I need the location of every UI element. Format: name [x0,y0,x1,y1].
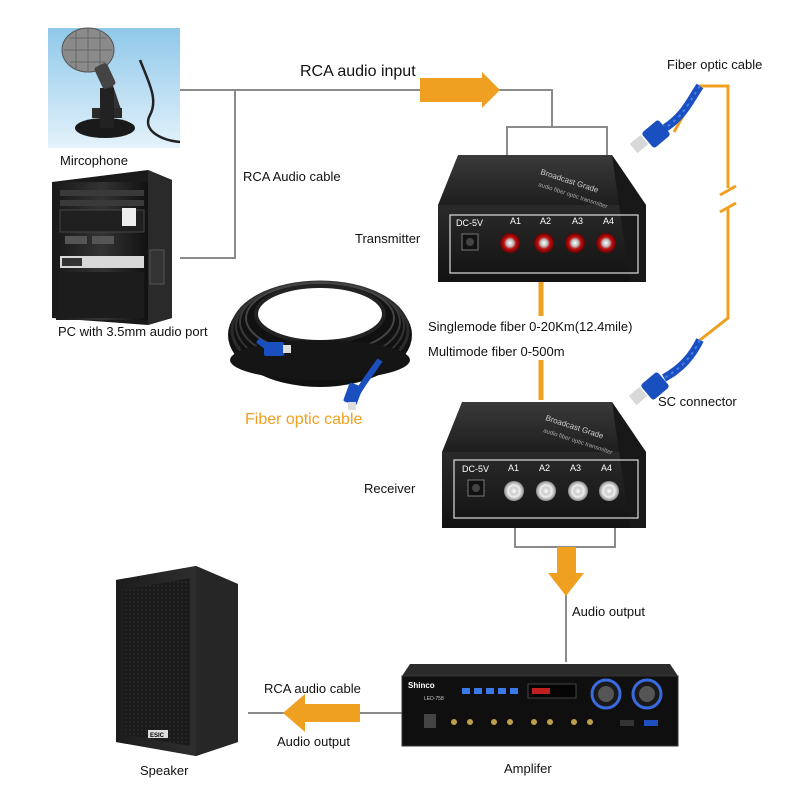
receiver-rca-jack-2 [536,481,556,501]
transmitter-rca-jack-4 [596,233,616,253]
transmitter-label: Transmitter [355,231,421,246]
singlemode-fiber-label: Singlemode fiber 0-20Km(12.4mile) [428,319,633,334]
pc-tower-image [52,170,172,325]
amplifier-image: Shinco LED-758 [401,664,679,747]
amp-brand: Shinco [408,681,435,690]
fiber-optic-cable-label: Fiber optic cable [667,57,763,72]
amp-display [527,683,577,699]
mic-to-transmitter-line [180,89,553,127]
receiver-device: Broadcast Grade audio fiber optic transm… [442,402,646,528]
transmitter-rca-jack-2 [534,233,554,253]
speaker-badge-text: ESIC [150,733,165,739]
fiber-optic-cable-spool-label: Fiber optic cable [245,411,363,428]
fiber-patch-cord-top [630,83,704,153]
transmitter-port-label-a4: A4 [603,216,614,226]
receiver-rca-jack-1 [504,481,524,501]
rca-audio-cable-bottom-label: RCA audio cable [264,681,361,696]
amp-model: LED-758 [424,696,444,702]
amplifier-label: Amplifer [504,761,552,776]
transmitter-device: Broadcast Grade audio fiber optic transm… [438,155,646,282]
microphone-image [48,27,181,148]
multimode-fiber-label: Multimode fiber 0-500m [428,344,565,359]
speaker-label: Speaker [140,763,189,778]
receiver-label: Receiver [364,481,416,496]
speaker-badge [148,730,168,738]
receiver-rca-jack-4 [599,481,619,501]
fiber-patch-cord-bottom [629,338,704,405]
amp-buttons [462,688,518,694]
transmitter-port-label-a2: A2 [540,216,551,226]
microphone-label: Mircophone [60,153,128,168]
transmitter-ports: A1 A2 A3 A4 [500,216,616,253]
transmitter-port-label-a3: A3 [572,216,583,226]
receiver-port-label-a3: A3 [570,463,581,473]
speaker-image: ESIC [116,566,238,756]
amp-jacks [451,719,593,725]
rca-input-arrow [420,72,500,108]
transmitter-port-label-a1: A1 [510,216,521,226]
audio-output-amp-label: Audio output [277,734,351,749]
rca-audio-input-label: RCA audio input [300,63,416,80]
audio-output-receiver-label: Audio output [572,604,646,619]
fiber-spool-image [228,280,412,410]
transmitter-power-label: DC-5V [456,218,483,228]
sc-connector-label: SC connector [658,394,737,409]
receiver-rca-jack-3 [568,481,588,501]
audio-output-arrow-receiver [548,547,584,596]
arrows [283,72,584,732]
receiver-ports: A1 A2 A3 A4 [504,463,619,501]
receiver-port-label-a1: A1 [508,463,519,473]
rca-audio-cable-label: RCA Audio cable [243,169,341,184]
fiber-optic-cable-line [672,84,737,377]
receiver-port-label-a4: A4 [601,463,612,473]
receiver-port-label-a2: A2 [539,463,550,473]
transmitter-rca-jack-3 [565,233,585,253]
transmitter-rca-jack-1 [500,233,520,253]
pc-rca-line [180,90,236,259]
pc-label: PC with 3.5mm audio port [58,324,208,339]
receiver-power-label: DC-5V [462,464,489,474]
audio-output-arrow-amp [283,694,360,732]
